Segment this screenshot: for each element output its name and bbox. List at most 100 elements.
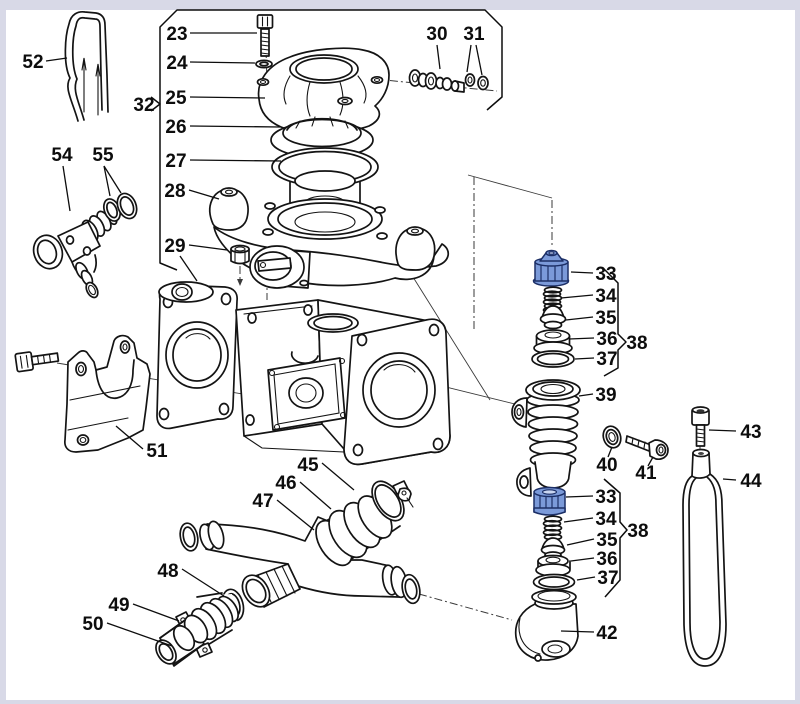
leader-27: [189, 159, 282, 162]
part-51-bracket: [64, 334, 151, 453]
callout-30: 30: [426, 24, 447, 45]
leader-33: [570, 271, 594, 274]
leader-31: [475, 44, 483, 76]
part-54-elbow-fitting: [32, 206, 118, 299]
leader-lines: [45, 32, 737, 647]
leader-35: [565, 316, 594, 321]
part-30-seal-stack: [408, 69, 465, 93]
part-36-valve-seat-top: [533, 329, 573, 355]
leader-55: [103, 165, 111, 197]
leader-36: [568, 337, 595, 340]
part-37-oring-top: [531, 350, 575, 368]
leader-31: [466, 44, 472, 73]
part-44-handle: [682, 448, 727, 667]
callout-46: 46: [275, 473, 296, 494]
leader-55: [103, 165, 122, 194]
part-42-elbow: [514, 589, 579, 662]
part-39-manifold: [511, 379, 581, 497]
callout-50: 50: [82, 614, 103, 635]
leader-50: [106, 622, 173, 647]
callout-34: 34: [595, 509, 617, 530]
part-35-valve-poppet-top: [539, 305, 567, 330]
leader-42: [560, 630, 595, 633]
group-callout-38: 38: [627, 521, 648, 542]
leader-37: [574, 357, 595, 360]
leader-44: [722, 478, 737, 481]
callout-27: 27: [165, 151, 186, 172]
callout-54: 54: [51, 145, 73, 166]
callout-23: 23: [166, 24, 187, 45]
leader-54: [62, 165, 71, 212]
callout-33: 33: [595, 264, 616, 285]
part-33-valve-cage-bottom: [533, 486, 566, 516]
group-callout-32: 32: [133, 95, 154, 116]
callout-43: 43: [740, 422, 761, 443]
part-27-ring: [271, 147, 379, 216]
leader-43: [708, 429, 737, 432]
part-43-screw: [691, 406, 710, 447]
group-bracket-32: [159, 9, 503, 271]
crankcase-left-cover: [156, 281, 238, 430]
part-37-oring-bottom: [532, 573, 576, 591]
leader-24: [189, 61, 256, 64]
part-31-rings: [464, 73, 489, 91]
leader-30: [436, 44, 441, 70]
part-45-clamp: [371, 480, 414, 522]
part-25-head-cover: [256, 47, 390, 134]
part-41-bolt: [625, 435, 669, 461]
callout-49: 49: [108, 595, 129, 616]
leader-29: [179, 255, 198, 282]
group-callout-38: 38: [626, 333, 647, 354]
leader-48: [181, 568, 225, 597]
leader-51: [115, 425, 144, 450]
part-40-washer: [602, 425, 622, 449]
callout-26: 26: [165, 117, 186, 138]
callout-35: 35: [595, 308, 617, 329]
callout-34: 34: [595, 286, 617, 307]
part-52-wire-clip: [64, 10, 109, 122]
leader-41: [647, 456, 654, 467]
callout-42: 42: [596, 623, 617, 644]
leader-47: [276, 499, 315, 531]
leader-25: [189, 96, 266, 99]
part-55-orings: [102, 192, 138, 222]
callout-39: 39: [595, 385, 616, 406]
group-brackets: [150, 9, 628, 598]
leader-37: [576, 576, 596, 581]
callout-24: 24: [166, 53, 188, 74]
group-pointer-32: [150, 96, 161, 112]
callout-40: 40: [596, 455, 617, 476]
callout-33: 33: [595, 487, 616, 508]
callout-37: 37: [596, 349, 617, 370]
callout-48: 48: [157, 561, 178, 582]
callout-29: 29: [164, 236, 185, 257]
part-23-screw: [256, 14, 274, 57]
callout-36: 36: [596, 329, 617, 350]
callout-41: 41: [635, 463, 657, 484]
crankcase-body: [235, 299, 451, 466]
callout-52: 52: [22, 52, 43, 73]
leader-39: [578, 393, 594, 397]
callout-35: 35: [596, 530, 618, 551]
leader-34: [560, 294, 594, 299]
leader-35: [566, 538, 595, 546]
callout-28: 28: [164, 181, 185, 202]
leader-40: [607, 446, 613, 458]
leader-28: [188, 189, 220, 200]
part-36-valve-seat-bottom: [535, 554, 571, 577]
leader-46: [299, 481, 332, 510]
part-47-tpipe: [179, 516, 421, 608]
callout-37: 37: [597, 568, 618, 589]
leader-34: [563, 517, 594, 523]
crankcase-shaft-cover: [249, 245, 311, 289]
callout-31: 31: [463, 24, 485, 45]
callout-25: 25: [165, 88, 187, 109]
bracket-bolt: [14, 351, 60, 373]
callout-47: 47: [252, 491, 273, 512]
callout-45: 45: [297, 455, 319, 476]
leader-33: [565, 495, 594, 498]
callout-51: 51: [146, 441, 168, 462]
